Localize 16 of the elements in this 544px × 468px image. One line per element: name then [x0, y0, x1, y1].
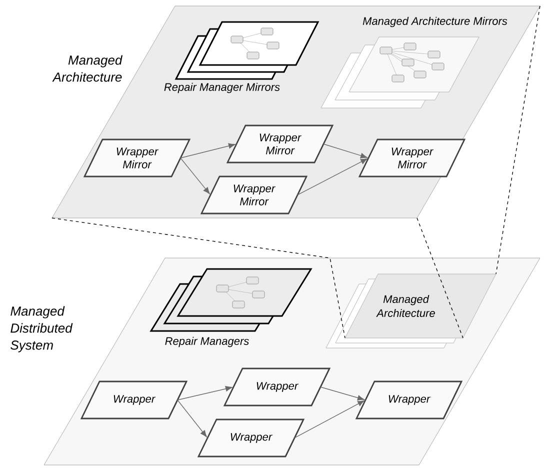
stack-caption: Repair Managers — [165, 336, 249, 348]
arrow — [294, 400, 365, 438]
arrow — [180, 143, 236, 158]
arrow — [180, 158, 210, 194]
arrow — [320, 386, 364, 401]
projection-line — [416, 218, 464, 338]
layer-title: Managed Architecture — [52, 55, 123, 82]
stack-caption: Repair Manager Mirrors — [164, 82, 280, 94]
arrow — [297, 158, 368, 196]
layer-title: Managed Distributed System — [10, 306, 73, 352]
projection-line — [496, 6, 540, 274]
arrow — [177, 386, 232, 400]
arrow — [323, 144, 368, 158]
arrow — [177, 400, 207, 438]
stack-caption: Managed Architecture Mirrors — [362, 16, 508, 28]
document-stack: Managed Architecture — [326, 274, 496, 348]
